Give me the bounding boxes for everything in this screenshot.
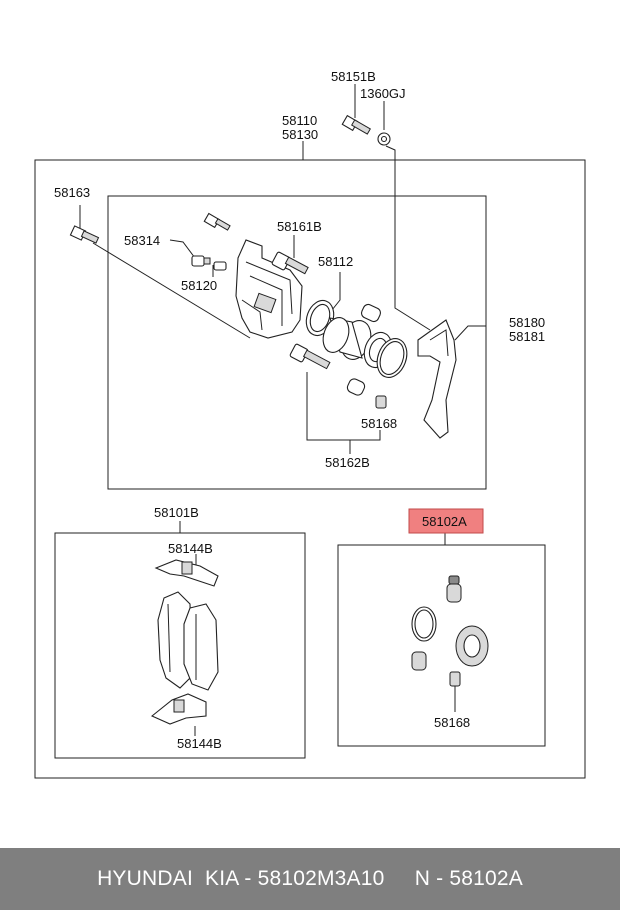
footer-part-numbers: HYUNDAI KIA - 58102M3A10 N - 58102A <box>97 867 523 890</box>
boot-upper <box>360 303 382 323</box>
kit-spring <box>449 671 461 687</box>
bolt-58151b <box>341 114 371 135</box>
label-58181: 58181 <box>509 329 545 344</box>
label-58112: 58112 <box>318 254 353 269</box>
bolt-small <box>203 212 231 231</box>
spring-58168 <box>375 395 387 409</box>
kit-boot-bottom <box>411 651 427 671</box>
label-58130: 58130 <box>282 127 318 142</box>
label-58161b: 58161B <box>277 219 322 234</box>
pad-clip-top <box>154 559 219 587</box>
carrier-bracket <box>417 319 457 439</box>
label-58101b: 58101B <box>154 505 199 520</box>
caliper-body <box>235 239 303 339</box>
guide-pin-58161b <box>271 251 309 275</box>
highlight-badge <box>408 508 484 534</box>
label-58163: 58163 <box>54 185 90 200</box>
cap-58120 <box>213 261 227 271</box>
label-58168-kit: 58168 <box>434 715 470 730</box>
seal-kit-frame <box>337 544 546 747</box>
label-58110: 58110 <box>282 113 317 128</box>
caliper-inner-frame <box>107 195 487 490</box>
pad-clip-bottom <box>150 693 207 725</box>
washer-1360gj <box>377 132 391 146</box>
piston-58112 <box>322 317 372 360</box>
label-58314: 58314 <box>124 233 160 248</box>
kit-boot-top <box>446 575 462 603</box>
guide-pin-58162b <box>289 343 331 370</box>
label-58180: 58180 <box>509 315 545 330</box>
label-58162b: 58162B <box>325 455 370 470</box>
label-58168-top: 58168 <box>361 416 397 431</box>
guide-bolt-58163 <box>69 225 100 244</box>
label-58102a: 58102A <box>422 514 467 529</box>
label-58144b-bottom: 58144B <box>177 736 222 751</box>
label-58120: 58120 <box>181 278 217 293</box>
boot-lower <box>346 378 366 396</box>
label-1360gj: 1360GJ <box>360 86 406 101</box>
seal-ring <box>305 299 335 337</box>
assembly-outer-frame <box>34 159 586 779</box>
label-58151b: 58151B <box>331 69 376 84</box>
parts-diagram: 58151B 1360GJ 58110 58130 58163 58314 58… <box>34 69 586 779</box>
retaining-ring <box>376 338 408 378</box>
bleeder-58314 <box>191 255 211 267</box>
footer-bar: HYUNDAI KIA - 58102M3A10 N - 58102A <box>0 848 620 910</box>
kit-dust-boot <box>455 625 489 667</box>
kit-seal-ring <box>411 606 437 642</box>
brake-pad-right <box>183 603 219 691</box>
label-58144b-top: 58144B <box>168 541 213 556</box>
